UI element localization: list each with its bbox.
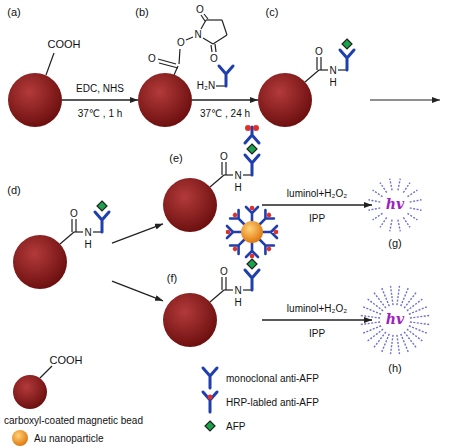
reaction-arrow [62, 99, 138, 100]
condition-label: H₂N [197, 80, 215, 91]
atom-label: N [194, 29, 201, 40]
panel-label: (g) [388, 237, 401, 249]
atom-label: N [329, 65, 336, 76]
condition-label: IPP [309, 328, 325, 339]
reaction-arrow [262, 319, 372, 320]
panel-label: (b) [135, 6, 148, 18]
atom-label: O [220, 266, 228, 277]
panel-label: (a) [7, 6, 20, 18]
panel-label: (f) [167, 272, 177, 284]
legend-text: carboxyl-coated magnetic bead [4, 415, 143, 426]
panel-label: (h) [388, 362, 401, 374]
reagent-label: EDC, NHS [76, 83, 124, 94]
atom-label: O [220, 151, 228, 162]
reaction-arrow [262, 204, 372, 205]
emission-symbol: hv [386, 197, 404, 212]
atom-label: O [210, 53, 218, 64]
reaction-arrow [192, 99, 258, 100]
reaction-arrow [112, 281, 163, 301]
sandwich-bead: (e) [163, 178, 262, 232]
atom-label: O [177, 37, 185, 48]
atom-label: O [70, 208, 78, 219]
light-emission: hv(g) [372, 183, 418, 227]
light-emission: hv(h) [372, 298, 418, 342]
antigen-bead: (d) [13, 235, 112, 289]
atom-label: O [315, 46, 323, 57]
reagent-label: 37℃ , 24 h [200, 108, 250, 119]
reagent-label: luminol+H₂O₂ [287, 188, 347, 199]
nhs-ester-bead: (b) [138, 73, 192, 127]
emission-symbol: hv [386, 312, 404, 327]
panel-label: (c) [266, 6, 279, 18]
condition-label: COOH [50, 354, 83, 366]
atom-label: O [148, 53, 156, 64]
condition-label: IPP [309, 213, 325, 224]
antibody-bead: (c) [258, 73, 357, 127]
legend-text: Au nanoparticle [34, 433, 104, 444]
atom-label: H [234, 297, 241, 308]
legend-text: AFP [226, 421, 245, 432]
au-sandwich-bead: (f) [163, 293, 262, 347]
reaction-arrow [112, 224, 163, 243]
condition-label: 37℃ , 1 h [78, 108, 123, 119]
reagent-label: luminol+H₂O₂ [287, 303, 347, 314]
legend-text: HRP-labled anti-AFP [226, 397, 319, 408]
atom-label: O [196, 4, 204, 15]
panel-label: (d) [7, 184, 20, 196]
group-label: COOH [48, 38, 81, 50]
atom-label: H [329, 77, 336, 88]
atom-label: N [234, 170, 241, 181]
atom-label: H [84, 239, 91, 250]
atom-label: H [234, 182, 241, 193]
atom-label: N [84, 227, 91, 238]
legend-text: monoclonal anti-AFP [226, 373, 319, 384]
atom-label: N [234, 285, 241, 296]
magnetic-bead: (a)COOH [8, 73, 62, 127]
panel-label: (e) [169, 152, 182, 164]
